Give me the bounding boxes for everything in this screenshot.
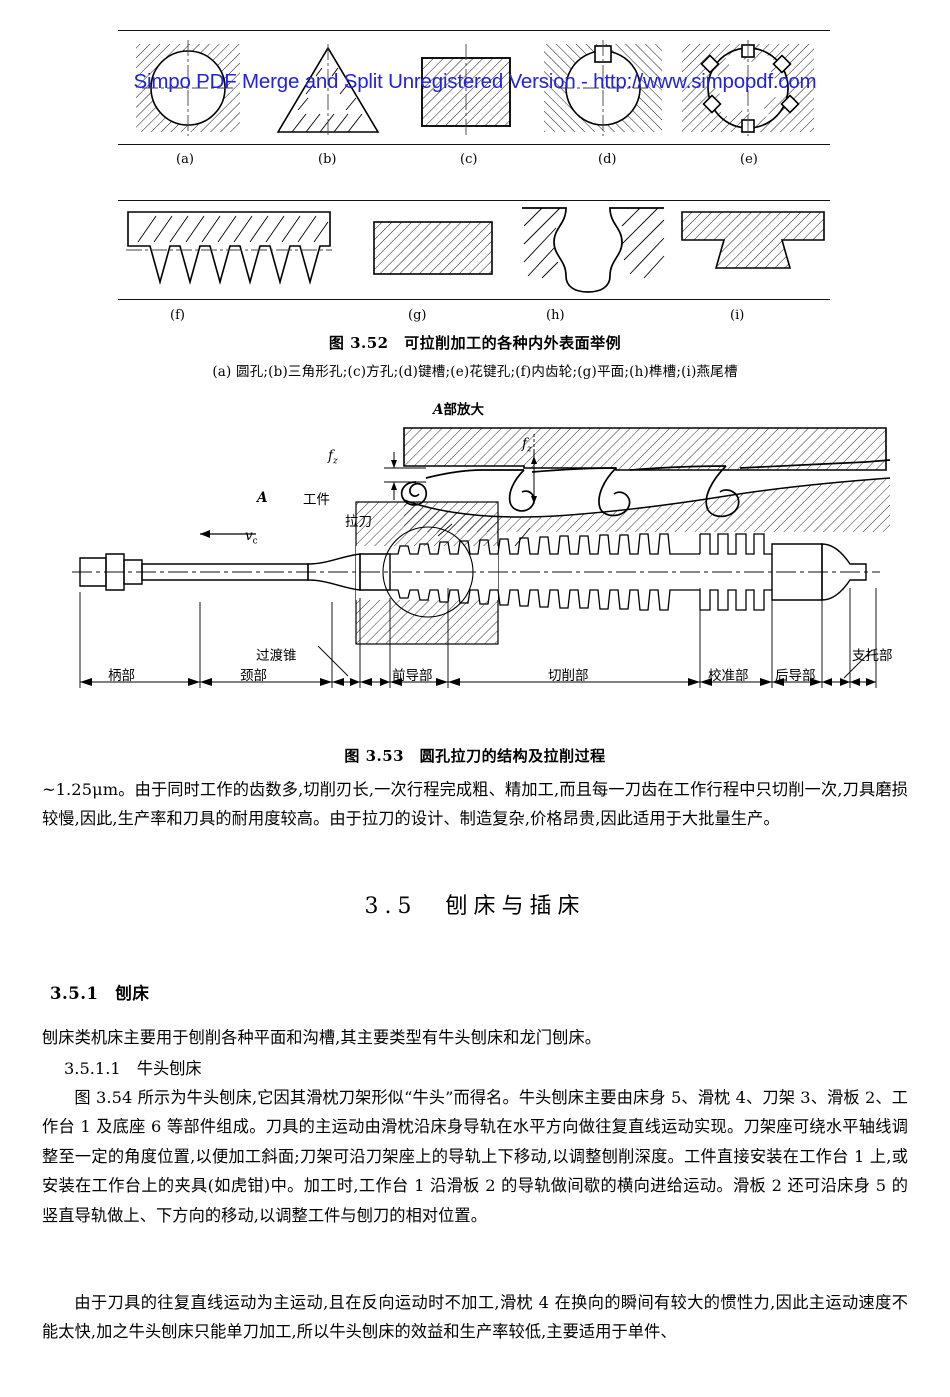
paragraph-broaching-advantages: ~1.25μm。由于同时工作的齿数多,切削刃长,一次行程完成粗、精加工,而且每一… xyxy=(42,780,908,829)
diagram-broach-dimension-band xyxy=(79,588,877,688)
figure-3-52-label-b: (b) xyxy=(318,152,337,167)
figure-3-52-label-h: (h) xyxy=(546,308,565,323)
figure-3-52-label-c: (c) xyxy=(460,152,478,167)
label-part-calibration: 校准部 xyxy=(708,668,749,684)
figure-3-52-label-d: (d) xyxy=(598,152,617,167)
label-part-shank: 柄部 xyxy=(108,668,135,684)
label-part-neck: 颈部 xyxy=(240,668,267,684)
label-part-support: 支托部 xyxy=(852,648,893,664)
figure-3-53-caption-title: 图 3.53 圆孔拉刀的结构及拉削过程 xyxy=(344,747,606,765)
paragraph-planer-types: 刨床类机床主要用于刨削各种平面和沟槽,其主要类型有牛头刨床和龙门刨床。 xyxy=(42,1028,602,1047)
diagram-triangular-hole xyxy=(276,44,380,136)
figure-3-53: AA部放大部放大 xyxy=(60,392,893,722)
diagram-dovetail-groove xyxy=(681,211,825,269)
diagram-keyway xyxy=(544,40,662,136)
diagram-internal-gear xyxy=(126,211,332,285)
subsection-heading-3-5-1: 3.5.1 刨床 xyxy=(50,984,150,1003)
diagram-chip-formation-detail xyxy=(384,427,891,532)
diagram-tenon-groove xyxy=(522,207,665,293)
paragraph-shaper-limitations: 由于刀具的往复直线运动为主运动,且在反向运动时不加工,滑枕 4 在换向的瞬间有较… xyxy=(42,1293,908,1342)
figure-3-52-label-a: (a) xyxy=(176,152,194,167)
figure-3-52-caption-sub: (a) 圆孔;(b)三角形孔;(c)方孔;(d)键槽;(e)花键孔;(f)内齿轮… xyxy=(212,364,738,380)
paragraph-shaper-description: 图 3.54 所示为牛头刨床,它因其滑枕刀架形似“牛头”而得名。牛头刨床主要由床… xyxy=(42,1088,908,1225)
diagram-spline-hole xyxy=(682,40,814,136)
label-part-transition-cone: 过渡锥 xyxy=(256,648,297,664)
figure-3-52-label-i: (i) xyxy=(730,308,745,323)
diagram-broach-assembly xyxy=(72,501,880,645)
figure-3-52-label-g: (g) xyxy=(408,308,427,323)
figure-3-52-label-f: (f) xyxy=(170,308,185,323)
figure-3-52-caption-title: 图 3.52 可拉削加工的各种内外表面举例 xyxy=(328,334,622,352)
label-part-rear-guide: 后导部 xyxy=(775,668,816,684)
diagram-flat-surface xyxy=(373,221,493,275)
section-heading-3-5: 3.5 刨床与插床 xyxy=(364,894,586,919)
label-part-cutting-section: 切削部 xyxy=(548,668,589,684)
figure-3-52-row-2 xyxy=(118,200,830,300)
figure-3-52-label-e: (e) xyxy=(740,152,758,167)
label-detail-marker-A: A xyxy=(257,490,268,506)
diagram-square-hole xyxy=(421,44,511,136)
label-feed-per-tooth-left: fz xyxy=(328,448,338,467)
detail-view-title: AA部放大部放大 xyxy=(433,402,484,418)
figure-3-52-row-1 xyxy=(118,30,830,145)
subsubsection-heading-3-5-1-1: 3.5.1.1 牛头刨床 xyxy=(64,1059,202,1078)
figure-3-52: (a) (b) (c) (d) (e) xyxy=(118,30,830,323)
diagram-round-hole xyxy=(136,40,240,136)
label-workpiece: 工件 xyxy=(303,492,330,508)
label-feed-per-tooth-right: fz xyxy=(522,436,532,455)
label-part-front-guide: 前导部 xyxy=(392,668,433,684)
label-cutting-speed: vc xyxy=(245,528,258,547)
